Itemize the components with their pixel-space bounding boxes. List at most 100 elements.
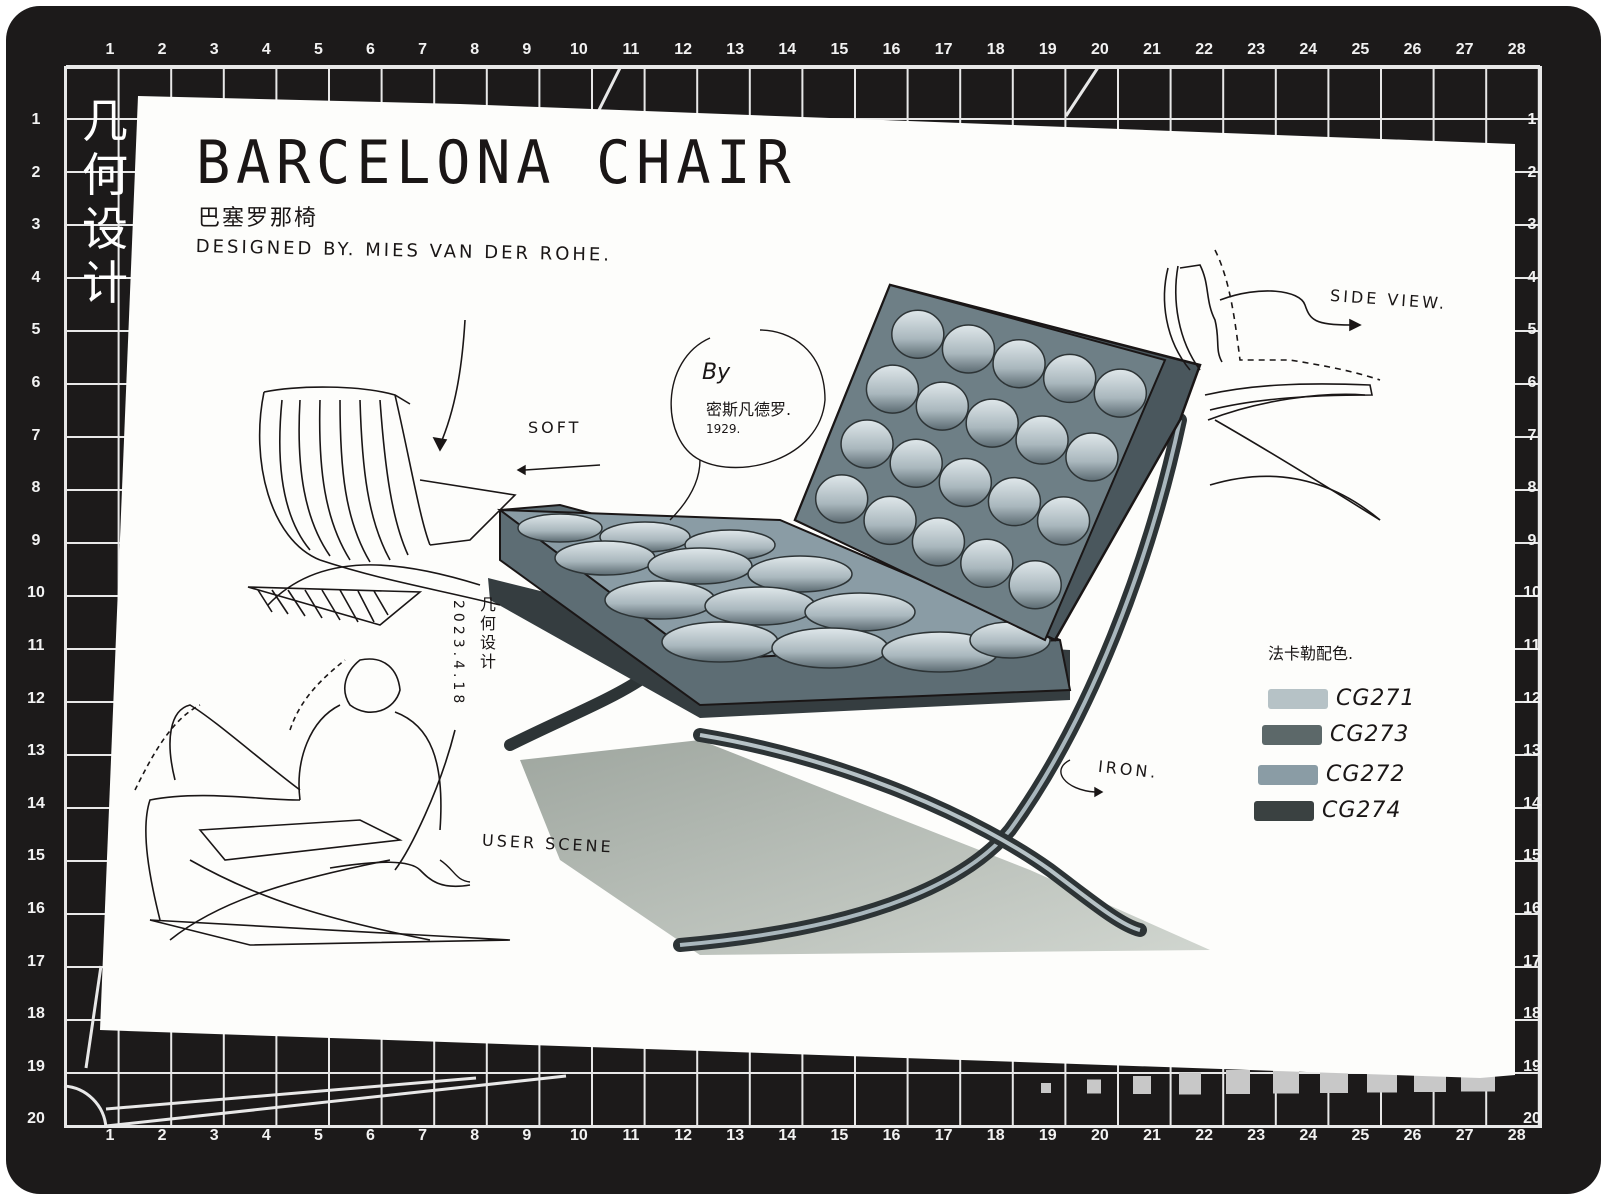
ruler-left-number: 2 [31,163,41,181]
ruler-bottom-number: 2 [157,1127,167,1144]
ruler-top-number: 16 [882,41,901,58]
ruler-right-number: 14 [1523,794,1541,812]
ruler-bottom-number: 18 [986,1127,1005,1144]
ruler-left-number: 16 [27,900,45,917]
ruler-left-number: 6 [31,374,41,391]
ruler-top-number: 9 [522,41,532,58]
ruler-right-number: 1 [1527,111,1537,128]
ruler-top-number: 10 [569,41,588,58]
ruler-right-number: 18 [1523,1005,1541,1023]
designer-credit: DESIGNED BY. MIES VAN DER ROHE. [195,236,613,266]
ruler-bottom-number: 21 [1143,1127,1161,1144]
swatch-code: CG272 [1326,762,1406,787]
annotation-iron: IRON. [1097,756,1160,783]
ruler-left-number: 10 [27,584,45,602]
ruler-left-number: 1 [31,111,41,128]
ruler-top-number: 8 [470,41,480,58]
ruler-left-number: 3 [31,216,41,234]
ruler-bottom-number: 25 [1351,1127,1370,1144]
ruler-top-number: 17 [934,41,953,58]
ruler-top-number: 12 [674,41,692,58]
palette-swatch-row: CG273 [1262,722,1409,747]
annotation-soft: SOFT [528,418,582,437]
color-swatch [1254,800,1314,821]
ruler-left-number: 17 [27,952,45,970]
ruler-bottom-number: 26 [1403,1127,1422,1144]
ruler-top-number: 11 [622,41,640,58]
ruler-bottom-number: 11 [622,1127,640,1144]
ruler-right-number: 9 [1527,531,1537,549]
annotation-user-scene: USER SCENE [481,830,615,857]
color-swatch [1268,688,1328,709]
ruler-right-number: 19 [1523,1057,1541,1075]
ruler-left-number: 15 [27,847,45,865]
ruler-top-number: 2 [157,41,167,58]
ruler-top-number: 26 [1403,41,1422,58]
ruler-right-number: 13 [1523,742,1541,760]
ruler-bottom-number: 27 [1455,1127,1474,1144]
ruler-left-number: 12 [27,689,45,707]
ruler-left-number: 5 [31,321,41,339]
ruler-left-number: 14 [27,794,45,812]
ruler-top-number: 14 [778,41,797,58]
ruler-left-number: 4 [31,268,41,286]
ruler-top-number: 21 [1143,41,1161,58]
ruler-right-number: 6 [1527,374,1537,391]
ruler-left-number: 7 [31,426,41,444]
ruler-right-number: 16 [1523,900,1541,917]
ruler-top-number: 19 [1038,41,1057,58]
ruler-bottom-number: 13 [726,1127,745,1144]
ruler-top-number: 27 [1455,41,1474,58]
ruler-bottom-number: 22 [1195,1127,1213,1144]
ruler-top-number: 1 [105,41,115,58]
ruler-top-number: 25 [1351,41,1370,58]
ruler-top-number: 28 [1507,41,1526,58]
palette-swatch-row: CG274 [1254,798,1401,823]
ruler-top-number: 13 [726,41,745,58]
ruler-bottom-number: 16 [882,1127,901,1144]
ruler-left-number: 20 [27,1110,45,1128]
ruler-top-number: 18 [986,41,1005,58]
bubble-by: By [702,360,731,385]
ruler-top-number: 6 [366,41,375,58]
ruler-bottom-number: 1 [105,1127,115,1144]
ruler-right-number: 20 [1523,1110,1541,1128]
bubble-year: 1929. [706,422,741,436]
ruler-bottom-number: 14 [778,1127,797,1144]
swatch-code: CG274 [1322,798,1402,823]
ruler-left-number: 13 [27,742,45,760]
ruler-bottom-number: 23 [1247,1127,1266,1144]
ruler-bottom-number: 20 [1090,1127,1109,1144]
ruler-right-number: 11 [1523,637,1541,654]
ruler-bottom-number: 24 [1299,1127,1318,1144]
sketch-date-vertical: 2023.4.18 [450,600,466,708]
ruler-left-number: 11 [27,637,45,654]
ruler-bottom-number: 12 [674,1127,692,1144]
ruler-top-number: 4 [261,41,271,58]
color-swatch [1258,764,1318,785]
ruler-bottom-number: 28 [1507,1127,1526,1144]
ruler-bottom-number: 10 [569,1127,588,1144]
ruler-bottom-number: 4 [261,1127,271,1144]
ruler-left-number: 18 [27,1005,45,1023]
ruler-top-number: 5 [313,41,323,58]
sketch-subtitle-cn: 巴塞罗那椅 [198,206,319,231]
ruler-right-number: 4 [1527,268,1537,286]
swatch-code: CG273 [1330,722,1410,747]
ruler-right-number: 10 [1523,584,1541,602]
ruler-top-number: 20 [1090,41,1109,58]
ruler-bottom-number: 7 [418,1127,428,1144]
palette-heading: 法卡勒配色. [1268,644,1354,663]
ruler-bottom-number: 19 [1038,1127,1057,1144]
annotation-side-view: SIDE VIEW. [1329,285,1448,314]
ruler-left-number: 8 [31,479,41,497]
sketch-brand-vertical: 几何设计 [477,596,496,672]
ruler-left-number: 19 [27,1057,45,1075]
ruler-bottom-number: 15 [830,1127,849,1144]
ruler-bottom-number: 9 [522,1127,532,1144]
palette-swatch-row: CG271 [1268,686,1415,711]
sketch-title: BARCELONA CHAIR [196,128,797,198]
palette-swatch-row: CG272 [1258,762,1405,787]
ruler-top-number: 15 [830,41,849,58]
ruler-bottom-number: 17 [934,1127,953,1144]
